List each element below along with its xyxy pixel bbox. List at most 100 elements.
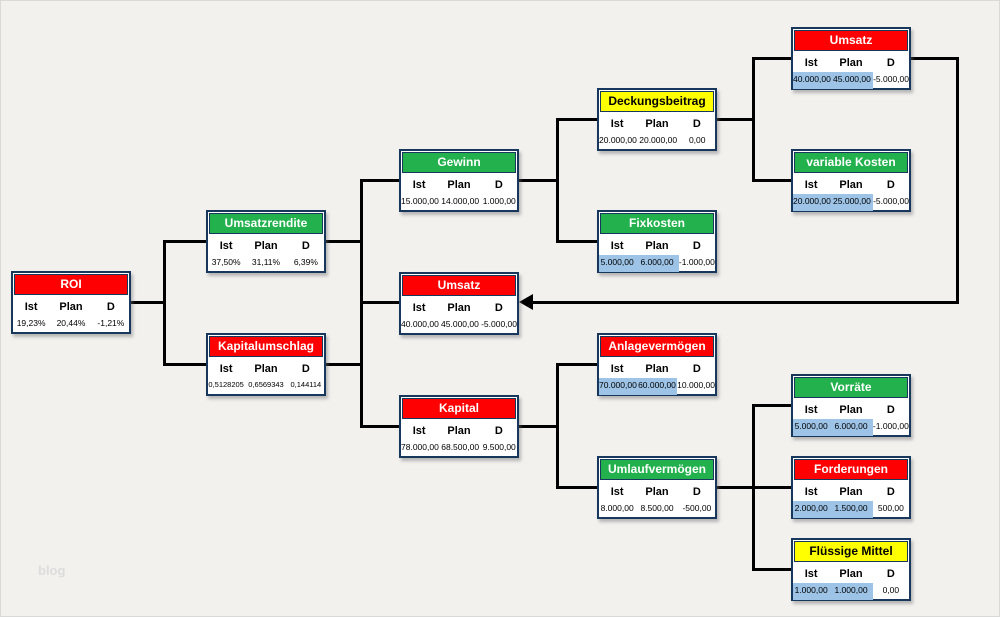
col-d: D (692, 118, 701, 130)
column-header-row: Ist Plan D (208, 235, 324, 255)
node-title: Vorräte (794, 377, 908, 398)
value-plan: 20,44% (56, 318, 86, 328)
node-title: Flüssige Mittel (794, 541, 908, 562)
col-d: D (692, 363, 701, 375)
col-d: D (886, 57, 895, 69)
col-d: D (886, 179, 895, 191)
value-d: -1.000,00 (872, 421, 909, 431)
node-fixkosten: Fixkosten Ist Plan D 5.000,00 6.000,00 -… (597, 210, 717, 273)
value-ist: 8.000,00 (600, 503, 634, 513)
node-forderungen: Forderungen Ist Plan D 2.000,00 1.500,00… (791, 456, 911, 519)
connector-line (361, 425, 399, 428)
col-ist: Ist (610, 363, 624, 375)
col-d: D (886, 404, 895, 416)
value-ist: 5.000,00 (599, 255, 636, 272)
node-umsatz-oben: Umsatz Ist Plan D 40.000,00 45.000,00 -5… (791, 27, 911, 90)
node-variable-kosten: variable Kosten Ist Plan D 20.000,00 25.… (791, 149, 911, 212)
value-row: 5.000,00 6.000,00 -1.000,00 (599, 255, 715, 272)
connector-line (557, 118, 597, 121)
connector-line (911, 57, 959, 60)
col-ist: Ist (804, 568, 818, 580)
col-d: D (692, 486, 701, 498)
col-ist: Ist (610, 486, 624, 498)
node-deckungsbeitrag: Deckungsbeitrag Ist Plan D 20.000,00 20.… (597, 88, 717, 151)
connector-line (326, 240, 361, 243)
value-ist: 2.000,00 (793, 501, 830, 518)
value-plan: 31,11% (251, 257, 281, 267)
node-vorraete: Vorräte Ist Plan D 5.000,00 6.000,00 -1.… (791, 374, 911, 437)
value-ist: 40.000,00 (401, 319, 439, 329)
column-header-row: Ist Plan D (599, 235, 715, 255)
connector-line (557, 486, 597, 489)
connector-line (556, 363, 559, 489)
col-plan: Plan (839, 486, 863, 498)
col-plan: Plan (254, 240, 278, 252)
node-title: Umsatz (402, 275, 516, 296)
col-plan: Plan (254, 363, 278, 375)
col-ist: Ist (610, 118, 624, 130)
value-plan: 20.000,00 (639, 135, 678, 145)
column-header-row: Ist Plan D (793, 174, 909, 194)
value-plan: 25.000,00 (830, 194, 874, 211)
col-d: D (494, 425, 503, 437)
value-plan: 8.500,00 (640, 503, 674, 513)
value-d: 9.500,00 (482, 442, 516, 452)
connector-line (753, 57, 791, 60)
column-header-row: Ist Plan D (599, 481, 715, 501)
value-d: 1.000,00 (482, 196, 516, 206)
column-header-row: Ist Plan D (793, 52, 909, 72)
arrow-left-icon (519, 294, 533, 310)
col-d: D (106, 301, 115, 313)
col-ist: Ist (804, 404, 818, 416)
col-ist: Ist (24, 301, 38, 313)
connector-line (753, 404, 791, 407)
col-plan: Plan (645, 486, 669, 498)
col-ist: Ist (804, 57, 818, 69)
value-ist: 70.000,00 (599, 378, 637, 395)
value-plan: 45.000,00 (830, 72, 874, 89)
node-fluessige-mittel: Flüssige Mittel Ist Plan D 1.000,00 1.00… (791, 538, 911, 601)
value-row: 20.000,00 25.000,00 -5.000,00 (793, 194, 909, 211)
connector-line (326, 363, 361, 366)
col-ist: Ist (412, 425, 426, 437)
node-umsatz-mitte: Umsatz Ist Plan D 40.000,00 45.000,00 -5… (399, 272, 519, 335)
value-row: 20.000,00 20.000,00 0,00 (599, 133, 715, 150)
column-header-row: Ist Plan D (793, 399, 909, 419)
col-plan: Plan (839, 404, 863, 416)
value-plan: 14.000,00 (441, 196, 480, 206)
value-d: 0,00 (882, 585, 900, 595)
value-d: -500,00 (682, 503, 712, 513)
node-kapital: Kapital Ist Plan D 78.000,00 68.500,00 9… (399, 395, 519, 458)
col-plan: Plan (839, 179, 863, 191)
value-row: 19,23% 20,44% -1,21% (13, 316, 129, 333)
node-title: Forderungen (794, 459, 908, 480)
node-kapitalumschlag: Kapitalumschlag Ist Plan D 0,5128205 0,6… (206, 333, 326, 396)
column-header-row: Ist Plan D (793, 563, 909, 583)
connector-line (131, 301, 164, 304)
connector-line (164, 240, 206, 243)
value-ist: 0,5128205 (208, 380, 244, 389)
col-plan: Plan (645, 118, 669, 130)
value-d: 0,00 (688, 135, 706, 145)
node-anlagevermoegen: Anlagevermögen Ist Plan D 70.000,00 60.0… (597, 333, 717, 396)
value-plan: 0,6569343 (248, 380, 284, 389)
connector-line (557, 240, 597, 243)
value-ist: 1.000,00 (793, 583, 830, 600)
col-ist: Ist (412, 302, 426, 314)
value-d: -5.000,00 (481, 319, 517, 329)
col-plan: Plan (645, 363, 669, 375)
connector-line (753, 486, 791, 489)
col-ist: Ist (219, 363, 233, 375)
value-row: 70.000,00 60.000,00 10.000,00 (599, 378, 715, 395)
value-row: 15.000,00 14.000,00 1.000,00 (401, 194, 517, 211)
column-header-row: Ist Plan D (599, 113, 715, 133)
col-d: D (692, 240, 701, 252)
column-header-row: Ist Plan D (599, 358, 715, 378)
node-roi: ROI Ist Plan D 19,23% 20,44% -1,21% (11, 271, 131, 334)
value-ist: 78.000,00 (401, 442, 439, 452)
value-ist: 20.000,00 (793, 194, 831, 211)
col-plan: Plan (839, 568, 863, 580)
node-title: Anlagevermögen (600, 336, 714, 357)
column-header-row: Ist Plan D (401, 297, 517, 317)
